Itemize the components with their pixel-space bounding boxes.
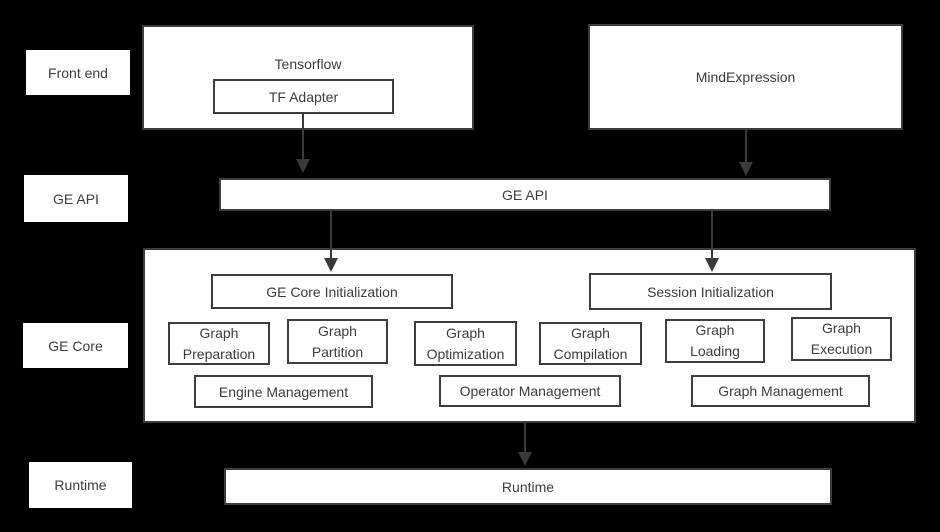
graph-partition-box: Graph Partition [287,319,388,364]
arrow-head-icon [518,452,532,466]
arrow-ge-api-to-session-initialization [705,211,719,272]
row-label-ge-core: GE Core [23,323,128,368]
graph-execution-box: Graph Execution [791,317,892,361]
arrow-head-icon [296,159,310,173]
row-label-ge-api: GE API [24,175,128,222]
arrow-head-icon [739,162,753,176]
arrow-shaft [711,211,713,258]
tf-adapter-box: TF Adapter [213,79,394,114]
row-label-front-end: Front end [26,50,130,95]
ge-core-box: GE Core Initialization Session Initializ… [143,248,916,423]
graph-management-box: Graph Management [691,375,870,407]
tensorflow-label: Tensorflow [274,56,342,72]
arrow-tf-adapter-to-ge-api [296,114,310,173]
arrow-head-icon [705,258,719,272]
ge-api-bar: GE API [219,178,831,211]
engine-management-box: Engine Management [194,375,373,408]
row-label-runtime: Runtime [29,462,132,508]
arrow-head-icon [324,258,338,272]
mindexpression-box: MindExpression [588,24,903,130]
graph-loading-box: Graph Loading [665,319,765,363]
graph-optimization-box: Graph Optimization [414,321,517,366]
arrow-shaft [745,130,747,162]
arrow-ge-core-to-runtime [518,423,532,466]
tensorflow-box: Tensorflow TF Adapter [142,25,474,130]
runtime-bar: Runtime [224,468,832,505]
arrow-shaft [302,114,304,159]
arrow-shaft [524,423,526,452]
session-initialization-box: Session Initialization [589,273,832,310]
arrow-ge-api-to-ge-core-initialization [324,211,338,272]
graph-preparation-box: Graph Preparation [168,322,270,365]
arrow-mindexpression-to-ge-api [739,130,753,176]
arrow-shaft [330,211,332,258]
graph-compilation-box: Graph Compilation [539,322,642,365]
operator-management-box: Operator Management [439,375,621,407]
ge-core-initialization-box: GE Core Initialization [211,274,453,309]
